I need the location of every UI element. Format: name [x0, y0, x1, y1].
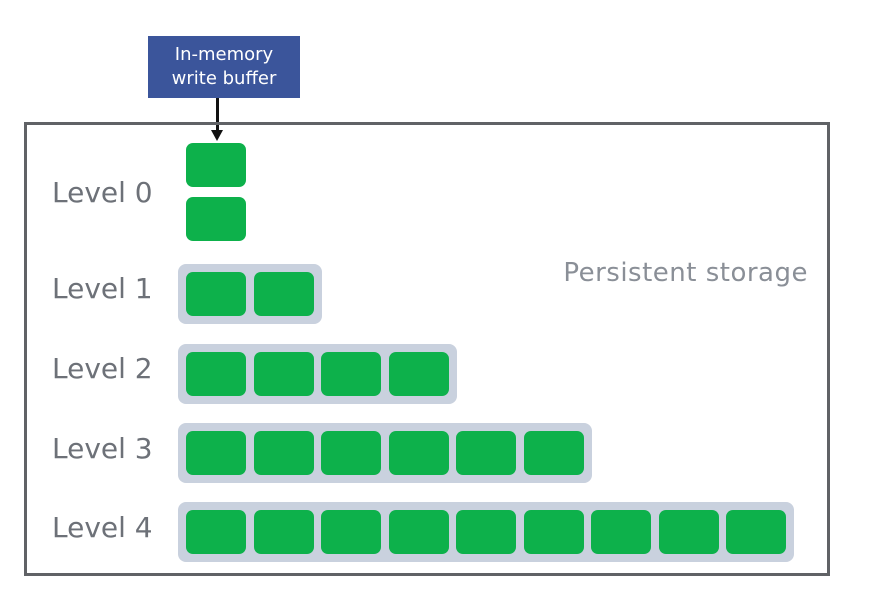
level-4-block [388, 510, 449, 554]
level-1-block [186, 272, 246, 316]
level-label-3: Level 3 [52, 432, 153, 465]
level-label-1: Level 1 [52, 272, 153, 305]
level-3-tray [178, 423, 592, 483]
write-buffer-box: In-memory write buffer [148, 36, 300, 98]
level-3-block [253, 431, 314, 475]
level-3-block [456, 431, 516, 475]
level-4-block [186, 510, 246, 554]
level-4-block [321, 510, 381, 554]
arrow-head-icon [211, 130, 223, 141]
write-buffer-line-1: In-memory [174, 44, 274, 65]
level-4-block [456, 510, 516, 554]
level-3-block [186, 431, 246, 475]
level-0-block [186, 197, 246, 241]
level-0-block [186, 143, 246, 187]
level-label-2: Level 2 [52, 352, 153, 385]
level-1-block [253, 272, 314, 316]
level-2-block [186, 352, 246, 396]
level-2-block [321, 352, 381, 396]
level-3-block [523, 431, 584, 475]
persistent-storage-label: Persistent storage [563, 258, 808, 288]
persistent-storage-box [24, 122, 830, 576]
level-3-block [321, 431, 381, 475]
level-4-block [726, 510, 786, 554]
level-label-4: Level 4 [52, 511, 153, 544]
level-4-block [658, 510, 719, 554]
write-buffer-line-2: write buffer [171, 68, 277, 89]
level-4-block [523, 510, 584, 554]
level-3-block [388, 431, 449, 475]
arrow-down-icon [216, 98, 219, 132]
level-4-block [591, 510, 651, 554]
level-2-block [388, 352, 449, 396]
level-2-block [253, 352, 314, 396]
level-label-0: Level 0 [52, 176, 153, 209]
level-4-block [253, 510, 314, 554]
